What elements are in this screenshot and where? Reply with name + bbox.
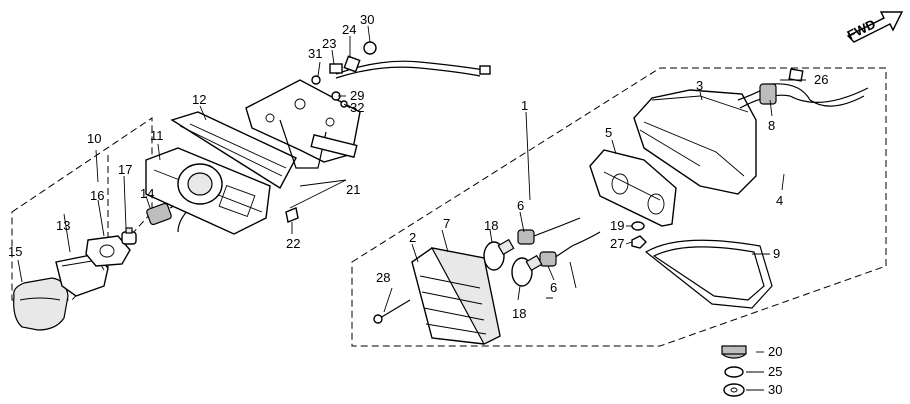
lamp-gasket: [85, 235, 131, 267]
callout-4: 4: [776, 193, 783, 208]
callout-5: 5: [605, 125, 612, 140]
lens-screw: [373, 299, 411, 324]
callout-2: 2: [409, 230, 416, 245]
callout-11: 11: [150, 128, 164, 143]
callout-18a: 18: [484, 218, 498, 233]
callout-32: 32: [350, 100, 364, 115]
tail-bulbs: [483, 238, 543, 287]
fwd-arrow-icon: FWD: [845, 11, 904, 43]
callout-25: 25: [768, 364, 782, 379]
grommet-stack: [721, 345, 747, 397]
tail-lamp-lens: [411, 247, 501, 345]
housing-gasket: [644, 239, 773, 309]
leader-lines: [17, 25, 806, 391]
callout-3: 3: [696, 78, 703, 93]
callout-12: 12: [192, 92, 206, 107]
bulb-sockets: [517, 217, 601, 267]
callout-13: 13: [56, 218, 70, 233]
license-lamp-body: [145, 147, 271, 235]
callout-16: 16: [90, 188, 104, 203]
license-harness: [335, 60, 491, 79]
tail-lamp-housing: [633, 89, 757, 195]
callout-10: 10: [87, 131, 101, 146]
callout-28: 28: [376, 270, 390, 285]
callout-7: 7: [443, 216, 450, 231]
small-fasteners: [311, 41, 377, 108]
callout-30a: 30: [360, 12, 374, 27]
callout-29: 29: [350, 88, 364, 103]
callout-17: 17: [118, 162, 132, 177]
callout-26: 26: [814, 72, 828, 87]
callout-19: 19: [610, 218, 624, 233]
callout-20: 20: [768, 344, 782, 359]
callout-6a: 6: [517, 198, 524, 213]
callout-18b: 18: [512, 306, 526, 321]
mounting-bolt: [285, 207, 299, 223]
wedge-bulb: [121, 227, 137, 245]
license-lamp-lens: [13, 277, 69, 331]
callout-31: 31: [308, 46, 322, 61]
license-light-lens: [170, 111, 297, 189]
callout-labels: 1 2 3 4 5 6 6 7 8 9 10 11 12 13 14 15 16…: [8, 12, 828, 397]
callout-27: 27: [610, 236, 624, 251]
callout-15: 15: [8, 244, 22, 259]
callout-24: 24: [342, 22, 356, 37]
washer-nut-set: [631, 221, 647, 249]
callout-8: 8: [768, 118, 775, 133]
callout-1: 1: [521, 98, 528, 113]
tail-lamp-harness: [737, 68, 869, 109]
callout-14: 14: [140, 186, 154, 201]
callout-22: 22: [286, 236, 300, 251]
license-bracket: [245, 79, 361, 169]
callout-30b: 30: [768, 382, 782, 397]
reflector: [589, 149, 677, 227]
callout-6b: 6: [550, 280, 557, 295]
callout-23: 23: [322, 36, 336, 51]
callout-9: 9: [773, 246, 780, 261]
callout-21: 21: [346, 182, 360, 197]
